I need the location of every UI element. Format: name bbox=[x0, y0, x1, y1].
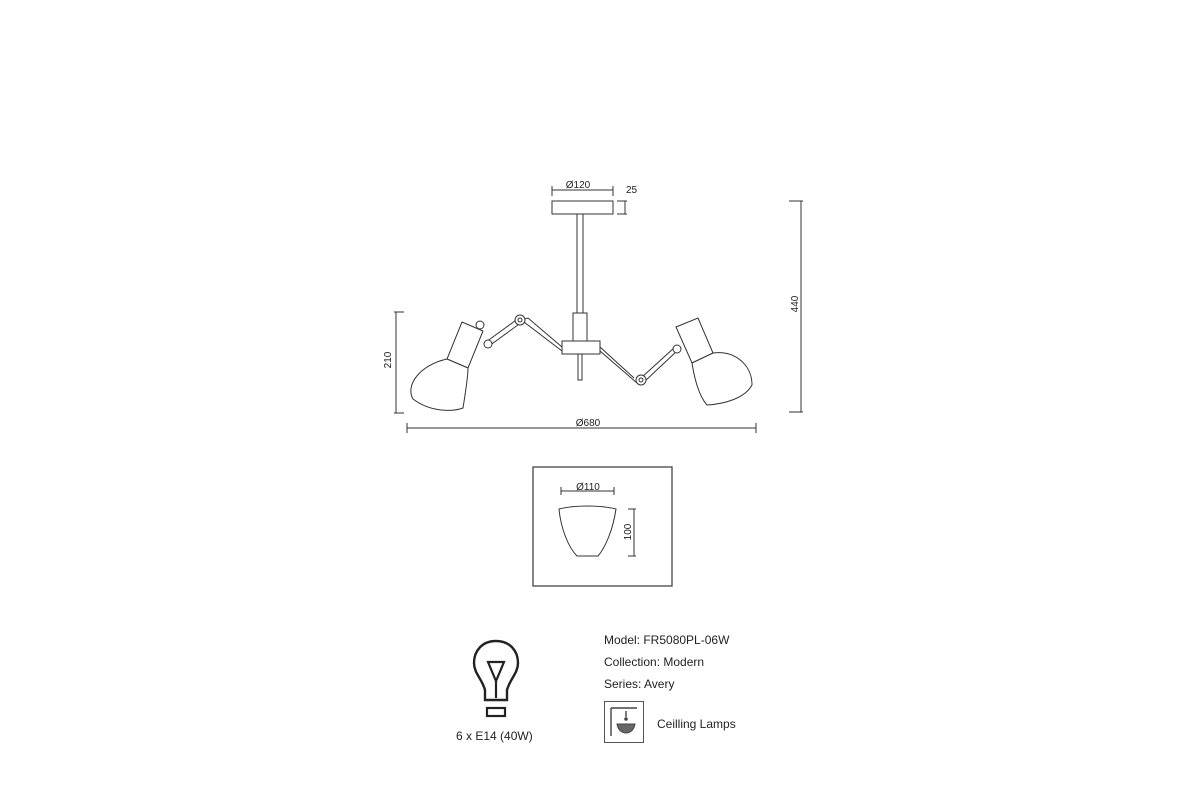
collection-text: Collection: Modern bbox=[604, 655, 705, 669]
right-shade bbox=[675, 317, 753, 406]
overall-diameter-label: Ø680 bbox=[576, 418, 601, 429]
light-bulb-icon bbox=[472, 639, 520, 718]
model-text: Model: FR5080PL-06W bbox=[604, 633, 730, 647]
shade-height-label: 100 bbox=[623, 523, 634, 540]
rod bbox=[576, 213, 584, 314]
lamp-type-box bbox=[604, 701, 644, 743]
series-text: Series: Avery bbox=[604, 677, 675, 691]
bulb-caption: 6 x E14 (40W) bbox=[456, 729, 533, 743]
right-arm bbox=[599, 346, 635, 379]
center-body bbox=[572, 312, 588, 342]
canopy-diameter-label: Ø120 bbox=[566, 180, 591, 191]
shade-detail: Ø110 100 bbox=[532, 466, 673, 587]
shade-profile bbox=[558, 505, 617, 557]
total-height-label: 440 bbox=[790, 295, 801, 312]
left-shade bbox=[410, 320, 485, 411]
center-hub bbox=[561, 340, 601, 355]
left-arm bbox=[520, 317, 563, 348]
ceiling-lamp-icon bbox=[610, 707, 637, 736]
arm-height-label: 210 bbox=[383, 351, 394, 368]
canopy-height-label: 25 bbox=[626, 185, 638, 196]
canopy bbox=[551, 200, 614, 215]
lamp-type-label: Ceilling Lamps bbox=[657, 717, 736, 731]
shade-diameter-label: Ø110 bbox=[576, 482, 600, 493]
